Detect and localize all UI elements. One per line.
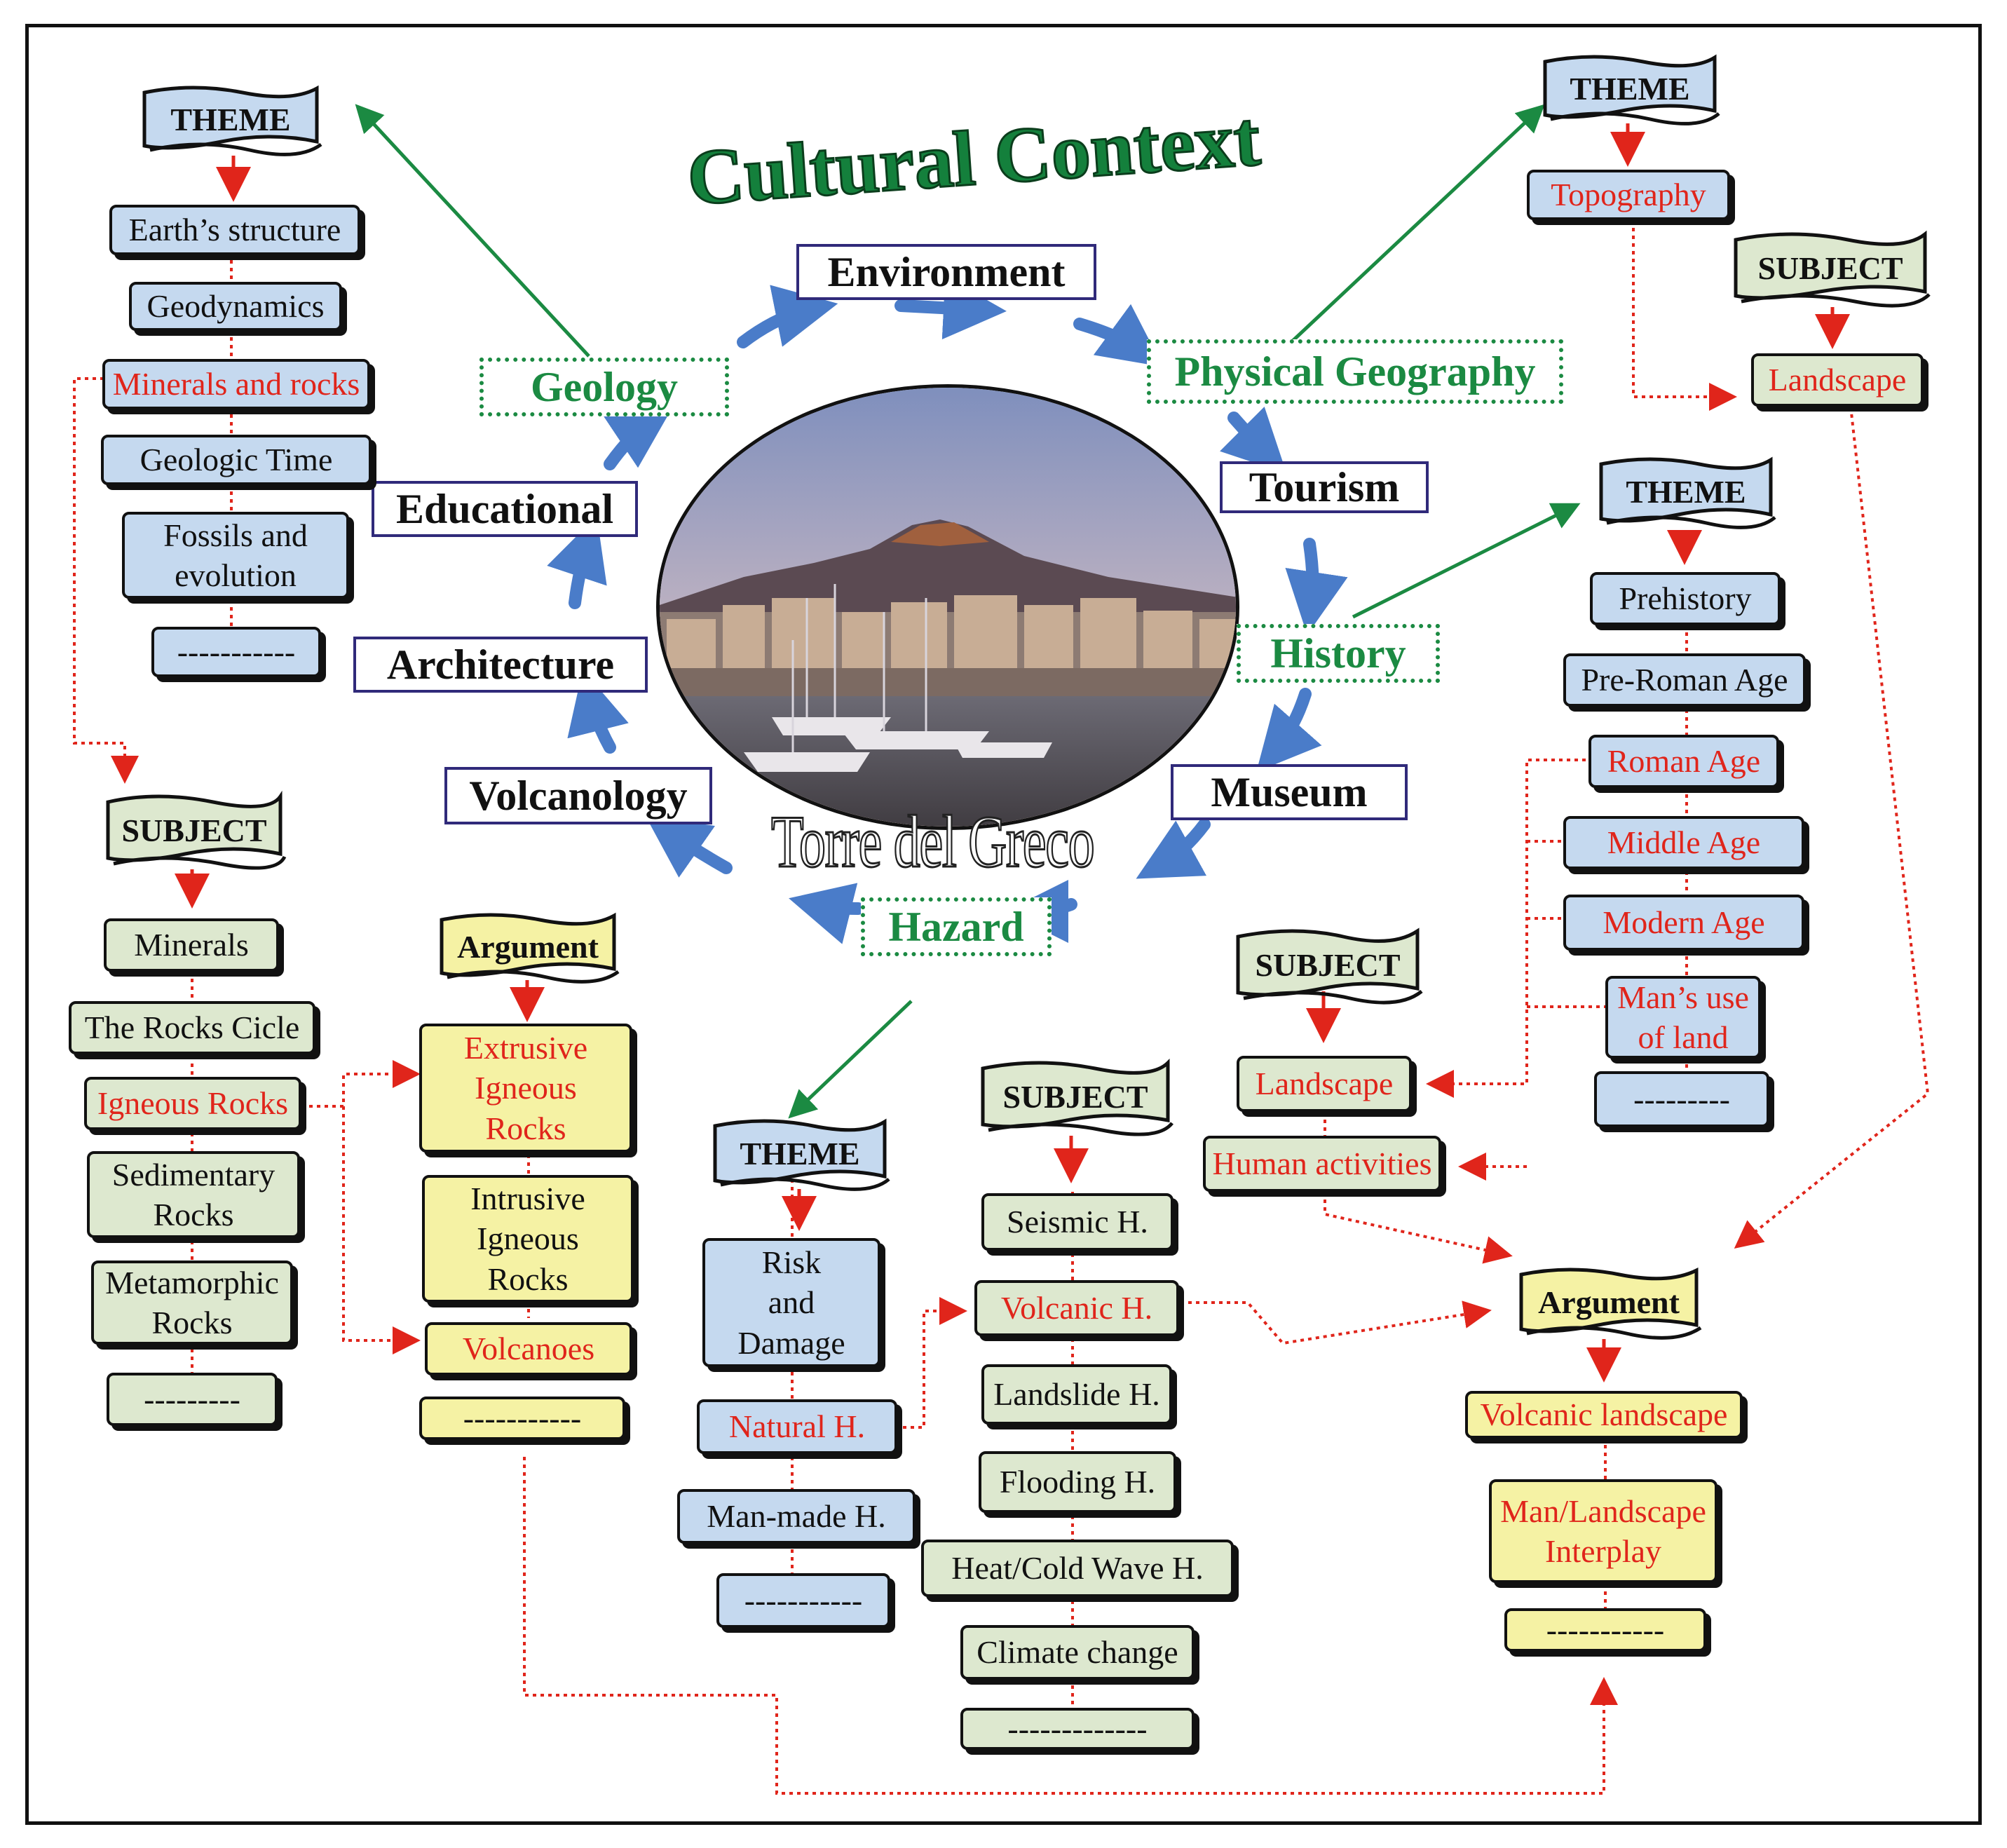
theme-tag-hazard: THEME <box>708 1116 892 1191</box>
branch-arrow <box>1352 503 1581 619</box>
argument-man-landscape-interplay[interactable]: Man/Landscape Interplay <box>1489 1479 1717 1583</box>
subject-tag-label: SUBJECT <box>1255 946 1401 983</box>
subject-tag-label: SUBJECT <box>121 812 267 848</box>
cycle-arrow <box>567 670 629 754</box>
subject-rocks-cycle[interactable]: The Rocks Cicle <box>69 1001 315 1054</box>
theme-tag-geology: THEME <box>137 83 324 156</box>
argument-tag-label: Argument <box>457 928 599 965</box>
subject-placeholder: --------- <box>107 1373 278 1426</box>
cycle-arrow <box>603 407 673 470</box>
hub-museum[interactable]: Museum <box>1171 764 1408 820</box>
cycle-arrow <box>737 285 838 348</box>
hub-environment[interactable]: Environment <box>796 244 1096 300</box>
subject-hazard-placeholder: ------------- <box>960 1708 1195 1750</box>
theme-natural-hazard[interactable]: Natural H. <box>697 1399 897 1454</box>
theme-geodynamics[interactable]: Geodynamics <box>129 282 342 331</box>
hub-hazard[interactable]: Hazard <box>861 897 1052 956</box>
hub-tourism[interactable]: Tourism <box>1220 461 1429 513</box>
hub-history[interactable]: History <box>1237 624 1440 683</box>
argument-tag-geology: Argument <box>435 910 621 984</box>
hub-geology[interactable]: Geology <box>479 358 729 416</box>
subject-landslide-hazard[interactable]: Landslide H. <box>981 1364 1172 1425</box>
theme-history-placeholder: --------- <box>1594 1071 1769 1127</box>
town-caption: Torre del Greco <box>770 800 1096 884</box>
subject-volcanic-hazard[interactable]: Volcanic H. <box>974 1280 1179 1336</box>
subject-tag-geology: SUBJECT <box>101 790 287 870</box>
subject-landscape-geography[interactable]: Landscape <box>1751 353 1924 407</box>
theme-topography[interactable]: Topography <box>1527 170 1730 220</box>
subject-tag-geography: SUBJECT <box>1729 229 1932 308</box>
theme-geologic-time[interactable]: Geologic Time <box>101 435 372 485</box>
theme-tag-label: THEME <box>740 1135 860 1171</box>
theme-tag-history: THEME <box>1594 454 1778 529</box>
theme-risk-and-damage[interactable]: Risk and Damage <box>702 1238 880 1367</box>
theme-tag-label: THEME <box>1626 473 1746 510</box>
theme-mans-use-of-land[interactable]: Man’s use of land <box>1605 976 1761 1059</box>
cycle-arrow <box>1073 304 1164 367</box>
subject-sedimentary-rocks[interactable]: Sedimentary Rocks <box>87 1151 300 1238</box>
subject-seismic-hazard[interactable]: Seismic H. <box>981 1193 1173 1251</box>
theme-man-made-hazard[interactable]: Man-made H. <box>677 1489 916 1544</box>
theme-minerals-and-rocks[interactable]: Minerals and rocks <box>102 359 370 409</box>
subject-climate-change[interactable]: Climate change <box>960 1625 1195 1680</box>
cycle-arrow <box>1219 406 1287 474</box>
theme-placeholder: ----------- <box>151 627 321 677</box>
theme-prehistory[interactable]: Prehistory <box>1590 572 1781 625</box>
theme-tag-label: THEME <box>1570 70 1690 107</box>
cycle-arrow <box>789 883 864 944</box>
subject-tag-label: SUBJECT <box>1002 1078 1148 1115</box>
argument-volcanic-landscape[interactable]: Volcanic landscape <box>1465 1391 1743 1439</box>
subject-heat-cold-wave-hazard[interactable]: Heat/Cold Wave H. <box>921 1540 1234 1597</box>
argument-extrusive-igneous-rocks[interactable]: Extrusive Igneous Rocks <box>419 1024 632 1153</box>
theme-tag-geography: THEME <box>1538 52 1722 125</box>
subject-minerals[interactable]: Minerals <box>104 918 279 972</box>
subject-metamorphic-rocks[interactable]: Metamorphic Rocks <box>91 1261 293 1345</box>
argument-intrusive-igneous-rocks[interactable]: Intrusive Igneous Rocks <box>422 1175 634 1303</box>
theme-middle-age[interactable]: Middle Age <box>1563 816 1804 869</box>
argument-placeholder: ----------- <box>419 1397 625 1440</box>
cycle-arrow <box>645 815 733 878</box>
subject-landscape-history[interactable]: Landscape <box>1237 1056 1412 1112</box>
vesuvius-harbor-image <box>660 388 1236 827</box>
subject-igneous-rocks[interactable]: Igneous Rocks <box>84 1077 301 1130</box>
town-photo <box>656 384 1239 830</box>
hub-physical-geography[interactable]: Physical Geography <box>1147 339 1563 404</box>
theme-hazard-placeholder: ----------- <box>716 1573 890 1628</box>
subject-tag-label: SUBJECT <box>1757 250 1903 286</box>
hub-educational[interactable]: Educational <box>372 481 638 537</box>
cycle-arrow <box>1285 538 1348 635</box>
subject-tag-history: SUBJECT <box>1231 925 1424 1005</box>
cycle-arrow <box>1136 818 1211 879</box>
tag-arrows <box>175 123 1850 1382</box>
theme-earths-structure[interactable]: Earth’s structure <box>109 205 360 255</box>
argument-tag-final: Argument <box>1514 1265 1703 1340</box>
argument-volcanoes[interactable]: Volcanoes <box>425 1322 632 1375</box>
branch-arrows <box>355 104 1581 1119</box>
theme-roman-age[interactable]: Roman Age <box>1588 735 1779 788</box>
subject-human-activities[interactable]: Human activities <box>1203 1136 1441 1192</box>
theme-tag-label: THEME <box>170 101 291 137</box>
subject-flooding-hazard[interactable]: Flooding H. <box>979 1451 1176 1513</box>
theme-modern-age[interactable]: Modern Age <box>1563 895 1804 951</box>
subject-tag-hazard: SUBJECT <box>976 1057 1175 1136</box>
argument-tag-label: Argument <box>1538 1284 1680 1320</box>
branch-arrow <box>355 104 590 358</box>
hub-volcanology[interactable]: Volcanology <box>444 767 712 824</box>
argument-final-placeholder: ----------- <box>1504 1608 1706 1652</box>
branch-arrow <box>788 1000 913 1119</box>
theme-pre-roman-age[interactable]: Pre-Roman Age <box>1563 653 1806 707</box>
cycle-arrow <box>894 276 1007 340</box>
hub-architecture[interactable]: Architecture <box>353 637 648 693</box>
cycle-arrow <box>547 515 607 609</box>
theme-fossils-and-evolution[interactable]: Fossils and evolution <box>122 512 349 599</box>
branch-arrow <box>1290 104 1545 344</box>
cycle-arrow <box>1256 688 1322 772</box>
